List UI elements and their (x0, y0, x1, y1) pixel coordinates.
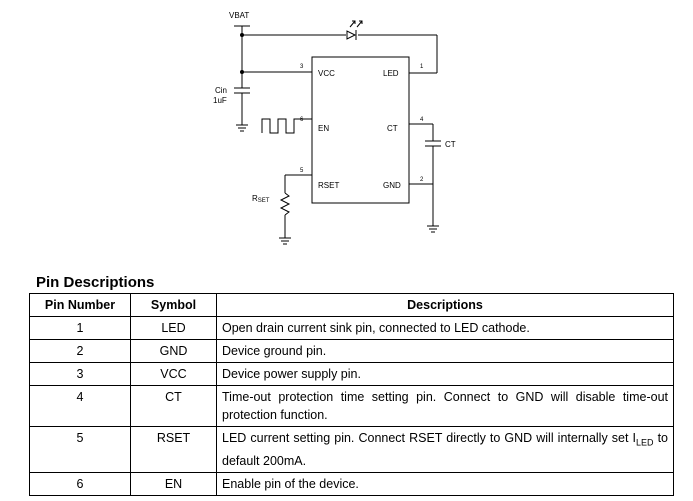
symbol-cell: VCC (130, 362, 217, 386)
rset-resistor-label: RSET (252, 194, 270, 204)
cin-value: 1uF (213, 96, 227, 105)
table-row: 2 GND Device ground pin. (29, 339, 674, 363)
symbol-cell: GND (130, 339, 217, 363)
chip-pin-en: EN (318, 124, 329, 133)
header-symbol: Symbol (130, 293, 217, 317)
description-cell: Time-out protection time setting pin. Co… (216, 385, 674, 427)
chip-pin-rset: RSET (318, 181, 339, 190)
section-title: Pin Descriptions (36, 274, 155, 291)
symbol-cell: CT (130, 385, 217, 427)
ct-capacitor-label: CT (445, 140, 456, 149)
description-cell: LED current setting pin. Connect RSET di… (216, 426, 674, 473)
pin-number-cell: 6 (29, 471, 131, 496)
pin-number-cell: 2 (29, 339, 131, 363)
table-row: 5 RSET LED current setting pin. Connect … (29, 426, 674, 473)
pin-number-4: 4 (420, 117, 424, 123)
pin-number-cell: 1 (29, 316, 131, 340)
description-cell: Device ground pin. (216, 339, 674, 363)
pin-number-6: 6 (300, 117, 304, 123)
pin-number-1: 1 (420, 64, 424, 70)
table-row: 1 LED Open drain current sink pin, conne… (29, 316, 674, 340)
description-cell: Enable pin of the device. (216, 471, 674, 496)
pin-number-cell: 4 (29, 385, 131, 427)
description-cell: Device power supply pin. (216, 362, 674, 386)
pin-number-5: 5 (300, 168, 304, 174)
symbol-cell: EN (130, 471, 217, 496)
chip-pin-gnd: GND (383, 181, 401, 190)
cin-label: Cin (215, 86, 227, 95)
symbol-cell: RSET (130, 426, 217, 473)
header-pin-number: Pin Number (29, 293, 131, 317)
pin-number-2: 2 (420, 177, 424, 183)
table-header-row: Pin Number Symbol Descriptions (29, 293, 674, 317)
table-row: 3 VCC Device power supply pin. (29, 362, 674, 386)
ic-chip-body (311, 56, 410, 204)
vbat-label: VBAT (229, 11, 249, 20)
pin-number-cell: 3 (29, 362, 131, 386)
pin-number-3: 3 (300, 64, 304, 70)
table-row: 6 EN Enable pin of the device. (29, 471, 674, 496)
chip-pin-vcc: VCC (318, 69, 335, 78)
symbol-cell: LED (130, 316, 217, 340)
application-circuit-diagram: VBAT Cin 1uF RSET CT VCC LED EN CT RSET … (213, 11, 456, 245)
pin-descriptions-table: Pin Number Symbol Descriptions 1 LED Ope… (29, 293, 674, 496)
chip-pin-led: LED (383, 69, 399, 78)
description-cell: Open drain current sink pin, connected t… (216, 316, 674, 340)
pin-number-cell: 5 (29, 426, 131, 473)
header-descriptions: Descriptions (216, 293, 674, 317)
led-diode-icon (346, 20, 363, 40)
chip-pin-ct: CT (387, 124, 398, 133)
table-row: 4 CT Time-out protection time setting pi… (29, 385, 674, 427)
